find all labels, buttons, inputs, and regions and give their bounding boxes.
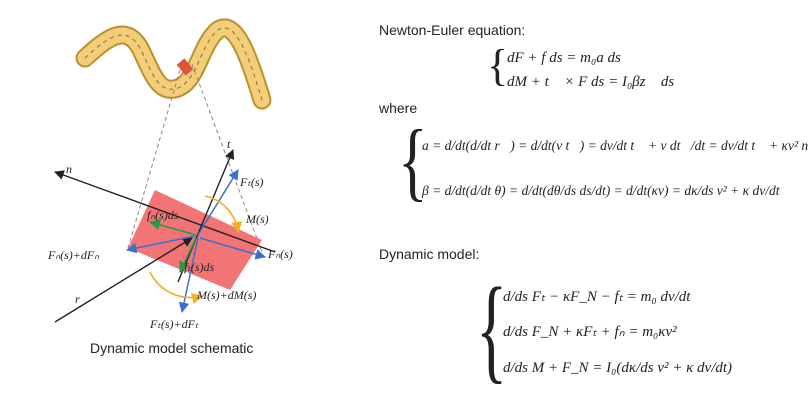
Ft-arrow [197,169,239,236]
where-label: where [379,100,418,116]
projection-line-left [127,69,181,249]
t-axis-label: t⃗ [227,137,240,151]
M-label: M(s) [246,212,269,226]
kinematics-eq-a: a = d/dt(d/dt r⃗) = d/dt(v t⃗) = dv/dt t… [422,138,811,153]
newton-eq-2: dM + t⃗ × F ds = I₀βz⃗ ds [507,74,675,90]
dynamic-model-title: Dynamic model: [379,246,480,262]
Fn-left-label: Fₙ(s)+dFₙ [48,248,99,262]
fn-label: fₙ(s)ds [147,208,179,222]
Fn-right-arrow [199,237,267,260]
M-dM-label: M(s)+dM(s) [197,288,257,302]
dynamic-eq-2: d/ds F_N + κFₜ + fₙ = m₀κv² [503,324,677,340]
newton-euler-title: Newton-Euler equation: [379,22,526,38]
kinematics-brace: { [398,113,428,210]
dynamic-model-diagram [54,18,276,323]
newton-eq-1: dF + f ds = m₀a ds [507,50,621,66]
Fn-left-arrow [125,235,196,254]
ft-arrow [179,237,197,274]
newton-brace: { [487,41,509,90]
r-vector-label: r⃗ [75,292,90,306]
n-axis-label: n⃗ [66,162,82,176]
worm-body [75,18,272,110]
diagram-caption: Dynamic model schematic [90,340,254,356]
t-axis-arrow [177,149,235,283]
fn-arrow [148,219,197,236]
dynamic-eq-3: d/ds M + F_N = I₀(dκ/ds v² + κ dv/dt) [503,360,733,376]
kinematics-eq-beta: β = d/dt(d/dt θ) = d/dt(dθ/ds ds/dt) = d… [422,183,780,198]
n-axis-arrow [54,170,276,253]
r-vector-arrow [54,237,193,323]
Ft-dFt-label: Fₜ(s)+dFₜ [150,317,199,331]
moment-arc [204,195,243,234]
ft-label: fₜ(s)ds [184,260,215,274]
Fn-right-label: Fₙ(s) [268,247,293,261]
dynamic-eq-1: d/ds Fₜ − κF_N − fₜ = m₀ dv/dt [503,289,691,305]
moment-dM-arc [149,271,204,304]
Ft-dFt-arrow [178,237,199,314]
Ft-label: Fₜ(s) [240,175,264,189]
dynamic-brace: { [476,263,508,394]
